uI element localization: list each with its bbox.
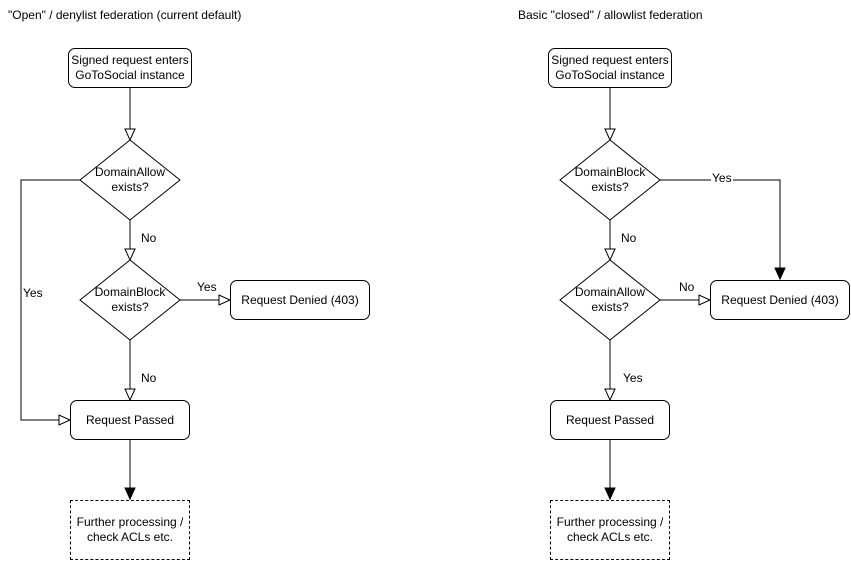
request-denied-node: Request Denied (403) bbox=[710, 280, 850, 320]
further-processing-node: Further processing / check ACLs etc. bbox=[70, 500, 190, 560]
arrowhead-hollow-right bbox=[218, 294, 232, 306]
further-processing-node: Further processing / check ACLs etc. bbox=[550, 500, 670, 560]
arrowhead-filled-down bbox=[124, 487, 136, 501]
start-node: Signed request enters GoToSocial instanc… bbox=[548, 48, 672, 88]
arrowhead-hollow-down bbox=[604, 388, 616, 402]
arrowhead-filled-down bbox=[774, 267, 786, 281]
request-passed-node: Request Passed bbox=[550, 400, 670, 440]
arrowhead-hollow-down bbox=[124, 388, 136, 402]
decision2-node-label: DomainBlock exists? bbox=[94, 285, 166, 314]
arrowhead-hollow-down bbox=[124, 128, 136, 142]
edge-label-no: No bbox=[678, 280, 696, 294]
decision1-node-label: DomainAllow exists? bbox=[94, 165, 166, 194]
edge-label-yes: Yes bbox=[711, 171, 733, 185]
request-passed-node: Request Passed bbox=[70, 400, 190, 440]
decision1-node-label: DomainBlock exists? bbox=[574, 165, 646, 194]
flow-title: Basic "closed" / allowlist federation bbox=[518, 8, 703, 22]
edge-label-no: No bbox=[140, 231, 158, 245]
left-flow-connectors bbox=[20, 88, 232, 501]
right-flow-connectors bbox=[559, 88, 786, 501]
arrowhead-hollow-down bbox=[604, 128, 616, 142]
arrowhead-hollow-down bbox=[604, 248, 616, 262]
edge-label-yes: Yes bbox=[22, 286, 44, 300]
arrowhead-filled-down bbox=[604, 487, 616, 501]
edge-label-yes: Yes bbox=[622, 371, 644, 385]
arrowhead-hollow-right bbox=[698, 294, 712, 306]
edge-label-no: No bbox=[140, 371, 158, 385]
decision2-node-label: DomainAllow exists? bbox=[574, 285, 646, 314]
arrowhead-hollow-right bbox=[58, 414, 72, 426]
edge-label-yes: Yes bbox=[196, 280, 218, 294]
start-node: Signed request enters GoToSocial instanc… bbox=[68, 48, 192, 88]
arrowhead-hollow-down bbox=[124, 248, 136, 262]
flow-title: "Open" / denylist federation (current de… bbox=[8, 8, 242, 22]
request-denied-node: Request Denied (403) bbox=[230, 280, 370, 320]
edge-label-no: No bbox=[620, 231, 638, 245]
